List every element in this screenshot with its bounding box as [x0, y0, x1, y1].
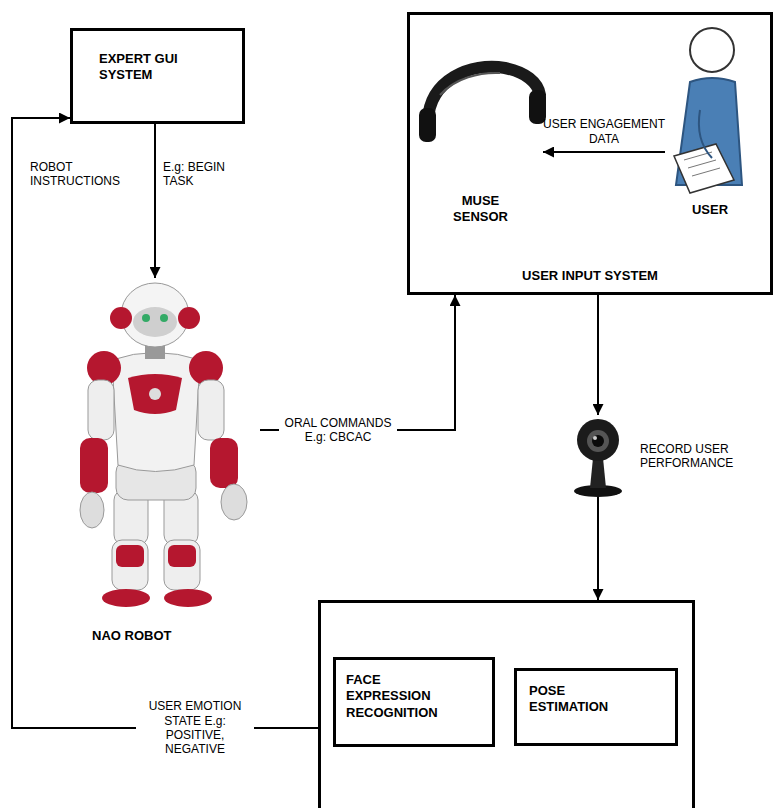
- node-label: FACE EXPRESSION RECOGNITION: [346, 672, 446, 721]
- robot-eye: [160, 314, 168, 322]
- node-label: POSE ESTIMATION: [529, 683, 619, 716]
- robot-torso: [112, 353, 200, 472]
- user-figure-illustration: [674, 28, 742, 193]
- robot-upper-arm: [88, 380, 114, 440]
- node-label: NAO ROBOT: [92, 628, 171, 644]
- robot-ear: [178, 307, 200, 329]
- webcam-neck: [590, 458, 606, 488]
- webcam-lens-ring: [587, 430, 609, 452]
- paper-line: [688, 160, 716, 168]
- robot-chest: [128, 374, 182, 414]
- robot-shin: [112, 540, 148, 590]
- robot-ear: [110, 307, 132, 329]
- robot-button: [149, 388, 161, 400]
- webcam-glint: [593, 436, 597, 440]
- node-label: EXPERT GUI SYSTEM: [99, 51, 202, 84]
- nao-robot-illustration: [80, 283, 247, 607]
- node-label: MUSE SENSOR: [446, 193, 516, 226]
- process-box: POSE ESTIMATION: [514, 668, 678, 746]
- flow-arrow: [543, 151, 665, 153]
- flow-arrow: [597, 295, 599, 415]
- robot-eye: [142, 314, 150, 322]
- muse-headband-illustration: [419, 67, 546, 142]
- robot-hand: [80, 492, 104, 528]
- webcam-illustration: [574, 419, 622, 497]
- robot-knee: [168, 545, 196, 567]
- node-label: RECORD USER PERFORMANCE: [640, 442, 752, 471]
- robot-foot: [164, 589, 212, 607]
- user-node: USER: [665, 20, 755, 220]
- edge-label: ORAL COMMANDS E.g: CBCAC: [279, 415, 397, 446]
- headband: [428, 67, 540, 120]
- flow-arrow: [260, 295, 455, 430]
- flow-arrow: [597, 497, 599, 600]
- webcam-lens: [592, 435, 604, 447]
- webcam-body: [577, 419, 619, 461]
- annotation-label: ROBOT INSTRUCTIONS: [30, 160, 148, 189]
- robot-hand: [221, 484, 247, 520]
- robot-shin: [164, 540, 200, 590]
- paper-line: [692, 168, 720, 176]
- ear-pod: [419, 108, 436, 142]
- process-box: FACE EXPRESSION RECOGNITION: [333, 657, 495, 747]
- process-box: EXPERT GUI SYSTEM: [70, 28, 245, 124]
- node-label: USER INPUT SYSTEM: [522, 268, 658, 284]
- node-label: USER: [692, 202, 728, 218]
- robot-foot: [102, 589, 150, 607]
- robot-face: [133, 307, 177, 337]
- headband-highlight: [440, 73, 500, 95]
- user-arm: [699, 110, 712, 158]
- edge-label: USER ENGAGEMENT DATA: [540, 117, 668, 146]
- robot-upper-arm: [198, 380, 224, 440]
- sensor-node: MUSE SENSOR: [418, 55, 543, 227]
- camera-node: RECORD USER PERFORMANCE: [568, 415, 763, 497]
- flow-arrow: [12, 118, 318, 728]
- robot-knee: [116, 545, 144, 567]
- flow-arrow: [154, 124, 156, 278]
- edge-label: E.g: BEGIN TASK: [163, 160, 247, 189]
- paper: [674, 144, 734, 193]
- analysis-box: FACE EXPRESSION RECOGNITION POSE ESTIMATI…: [318, 600, 695, 808]
- edge-label: USER EMOTION STATE E.g: POSITIVE, NEGATI…: [136, 698, 254, 758]
- robot-node: NAO ROBOT: [50, 278, 260, 648]
- robot-forearm: [210, 438, 238, 488]
- robot-forearm: [80, 438, 108, 493]
- user-head: [690, 28, 734, 72]
- system-box: USER INPUT SYSTEM MUSE SENSOR USER: [407, 12, 773, 295]
